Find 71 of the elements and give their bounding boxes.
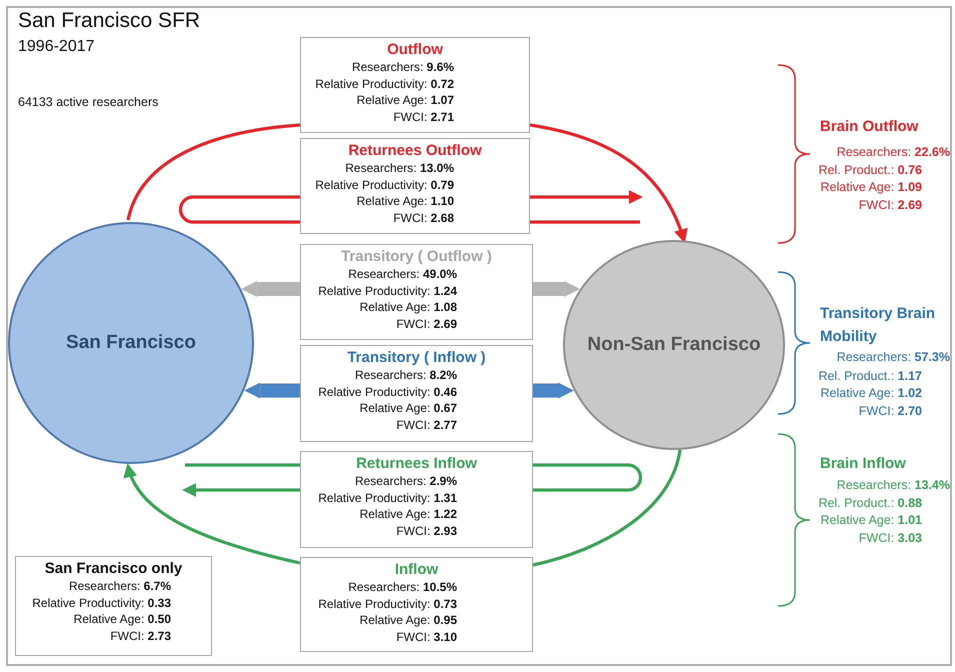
- group-heading: Brain Outflow: [820, 118, 918, 135]
- stat-row: Researchers: 57.3%: [836, 350, 950, 364]
- stat-row: Relative Age: 1.08: [360, 299, 457, 316]
- box-heading: San Francisco only: [44, 559, 182, 578]
- stat-row: Relative Productivity: 0.46: [318, 384, 457, 400]
- stat-row: Researchers: 9.6%: [352, 59, 454, 76]
- stat-row: Relative Age: 0.50: [74, 611, 171, 628]
- region-circle: [8, 222, 254, 464]
- arrow: [530, 123, 688, 244]
- stat-row: Relative Productivity: 1.24: [318, 282, 457, 299]
- region-label: Non-San Francisco: [587, 334, 761, 356]
- stat-row: Rel. Product.: 1.17: [818, 369, 922, 383]
- block-arrow: [241, 281, 300, 297]
- stat-row: Relative Age: 1.07: [356, 92, 454, 108]
- stat-row: Relative Age: 0.95: [360, 612, 457, 628]
- stats-box: [300, 37, 530, 133]
- stat-row: Relative Age: 1.10: [356, 193, 454, 210]
- box-heading: Inflow: [394, 560, 438, 579]
- box-heading: Transitory ( Inflow ): [347, 348, 486, 367]
- title: San Francisco SFR: [18, 9, 200, 33]
- stat-row: FWCI: 2.93: [396, 522, 457, 539]
- stat-row: Rel. Product.: 0.88: [818, 496, 922, 510]
- stat-row: Relative Productivity: 0.33: [32, 594, 171, 611]
- stat-row: FWCI: 3.03: [858, 531, 922, 545]
- stat-row: Researchers: 10.5%: [348, 579, 457, 596]
- stats-box: [300, 244, 533, 340]
- stat-row: Researchers: 49.0%: [348, 266, 457, 282]
- stat-row: Relative Age: 1.09: [820, 180, 922, 194]
- note-text: 64133 active researchers: [18, 95, 158, 109]
- stat-row: FWCI: 2.70: [858, 404, 922, 418]
- box-heading: Transitory ( Outflow ): [341, 247, 492, 266]
- box-heading: Returnees Inflow: [356, 454, 477, 473]
- stat-row: FWCI: 3.10: [396, 628, 457, 645]
- stat-row: Researchers: 2.9%: [354, 473, 457, 490]
- stat-row: Rel. Product.: 0.76: [818, 163, 922, 177]
- group-heading: Transitory Brain Mobility: [820, 304, 936, 347]
- stats-box: [300, 138, 530, 234]
- stat-row: Researchers: 22.6%: [836, 145, 950, 159]
- stat-row: Researchers: 8.2%: [354, 367, 457, 384]
- stat-row: FWCI: 2.73: [110, 628, 171, 644]
- stat-row: Relative Productivity: 0.73: [318, 596, 457, 612]
- date-range: 1996-2017: [18, 38, 95, 56]
- stat-row: FWCI: 2.77: [396, 416, 457, 433]
- stat-row: Relative Age: 1.02: [820, 386, 922, 400]
- stats-box: [300, 345, 533, 442]
- arrow: [530, 190, 643, 204]
- stat-row: Relative Age: 0.67: [360, 400, 457, 416]
- stats-box: [15, 556, 212, 656]
- stat-row: Relative Productivity: 0.79: [315, 176, 454, 193]
- stat-row: FWCI: 2.68: [393, 210, 454, 226]
- stat-row: Researchers: 13.0%: [345, 160, 454, 176]
- stat-row: FWCI: 2.69: [396, 316, 457, 332]
- group-heading: Brain Inflow: [820, 455, 906, 472]
- stat-row: FWCI: 2.69: [858, 198, 922, 212]
- stat-row: Researchers: 13.4%: [836, 478, 950, 492]
- block-arrow: [533, 281, 580, 297]
- block-arrow: [244, 382, 300, 398]
- stats-box: [300, 451, 533, 548]
- stat-row: Relative Age: 1.01: [820, 513, 922, 527]
- box-heading: Outflow: [387, 40, 443, 59]
- stat-row: Relative Productivity: 1.31: [318, 490, 457, 506]
- region-label: San Francisco: [66, 332, 196, 354]
- arrow: [124, 463, 300, 565]
- stat-row: Relative Productivity: 0.72: [315, 76, 454, 92]
- block-arrow: [533, 382, 574, 398]
- box-heading: Returnees Outflow: [348, 141, 482, 160]
- stat-row: Researchers: 6.7%: [68, 578, 171, 594]
- stat-row: Relative Age: 1.22: [360, 506, 457, 522]
- stat-row: FWCI: 2.71: [393, 108, 454, 125]
- stats-box: [300, 557, 533, 652]
- arrow: [182, 483, 300, 497]
